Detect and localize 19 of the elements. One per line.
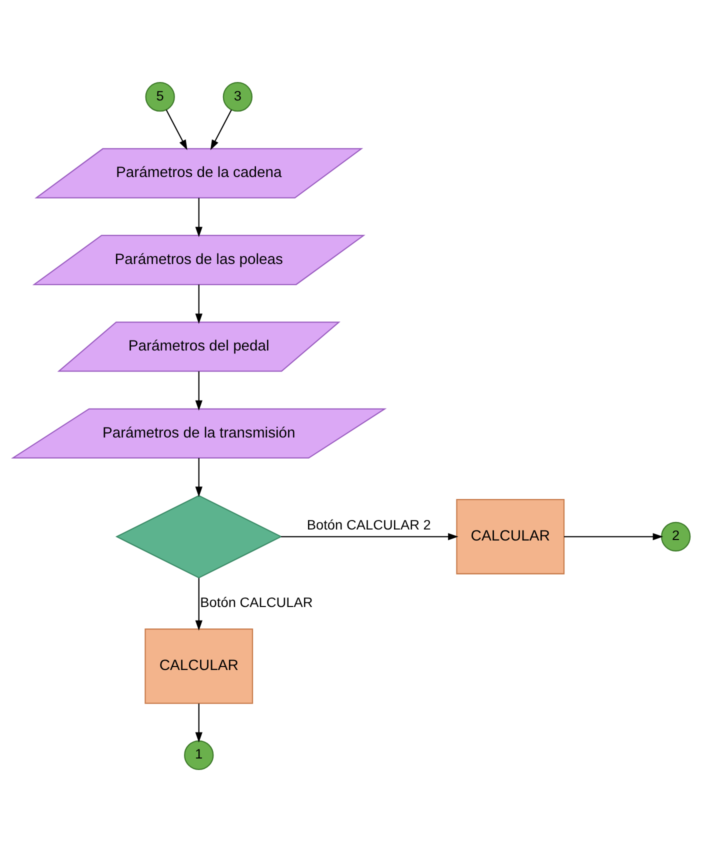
node-circle: 5 [145,82,175,112]
arrow [195,371,202,411]
arrow [195,458,202,497]
arrow [195,578,202,631]
arrow [166,110,188,150]
node-circle: 3 [222,82,252,112]
arrow [564,533,664,540]
arrow [195,198,202,238]
arrow [281,533,458,540]
node-circle: 1 [184,740,214,770]
arrow [195,704,202,742]
node-diamond [115,494,282,578]
arrow [210,110,232,150]
edge-label: Botón CALCULAR [200,594,313,610]
arrow [195,284,202,324]
edge-label: Botón CALCULAR 2 [306,517,431,532]
node-box: CALCULAR [456,499,565,574]
node-circle: 2 [660,522,691,552]
node-box: CALCULAR [144,628,254,704]
